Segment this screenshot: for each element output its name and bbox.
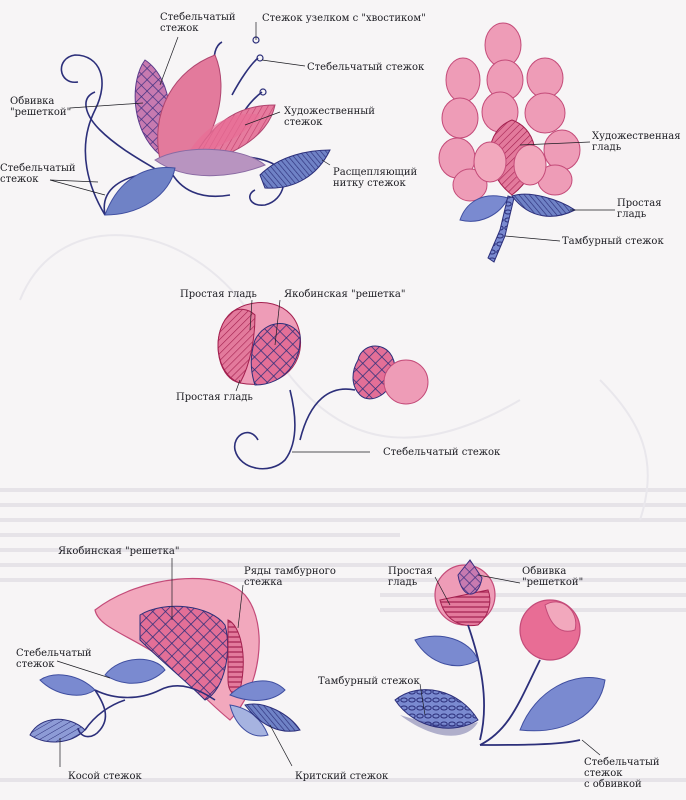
- label-jacobean-lattice-mid: Якобинская "решетка": [284, 289, 406, 300]
- label-split-stitch: Расщепляющий нитку стежок: [333, 167, 418, 189]
- label-couching-lattice: Обвивка "решеткой": [10, 96, 72, 118]
- label-chain-stitch-right: Тамбурный стежок: [562, 236, 664, 247]
- label-cretan-stitch: Критский стежок: [295, 771, 389, 782]
- label-couching-lattice-bottom-right: Обвивка "решеткой": [522, 566, 584, 588]
- label-simple-satin-bottom-right: Простая гладь: [388, 566, 433, 588]
- label-simple-satin-mid: Простая гладь: [180, 289, 257, 300]
- label-knot-tail: Стежок узелком с "хвостиком": [262, 13, 426, 24]
- label-stem-stitch-top: Стебельчатый стежок: [160, 12, 236, 34]
- label-simple-satin-mid2: Простая гладь: [176, 392, 253, 403]
- label-art-satin: Художественная гладь: [592, 131, 681, 153]
- label-chain-rows: Ряды тамбурного стежка: [244, 566, 336, 588]
- label-stem-stitch-right: Стебельчатый стежок: [307, 62, 425, 73]
- label-stem-couched: Стебельчатый стежок с обвивкой: [584, 757, 660, 790]
- label-jacobean-lattice-bottom: Якобинская "решетка": [58, 546, 180, 557]
- label-slanted-stitch: Косой стежок: [68, 771, 142, 782]
- label-stem-stitch-mid: Стебельчатый стежок: [383, 447, 501, 458]
- label-stem-stitch-left: Стебельчатый стежок: [0, 163, 76, 185]
- label-chain-stitch-bottom-right: Тамбурный стежок: [318, 676, 420, 687]
- label-stem-stitch-bottom: Стебельчатый стежок: [16, 648, 92, 670]
- label-simple-satin-right: Простая гладь: [617, 198, 662, 220]
- label-art-stitch: Художественный стежок: [284, 106, 375, 128]
